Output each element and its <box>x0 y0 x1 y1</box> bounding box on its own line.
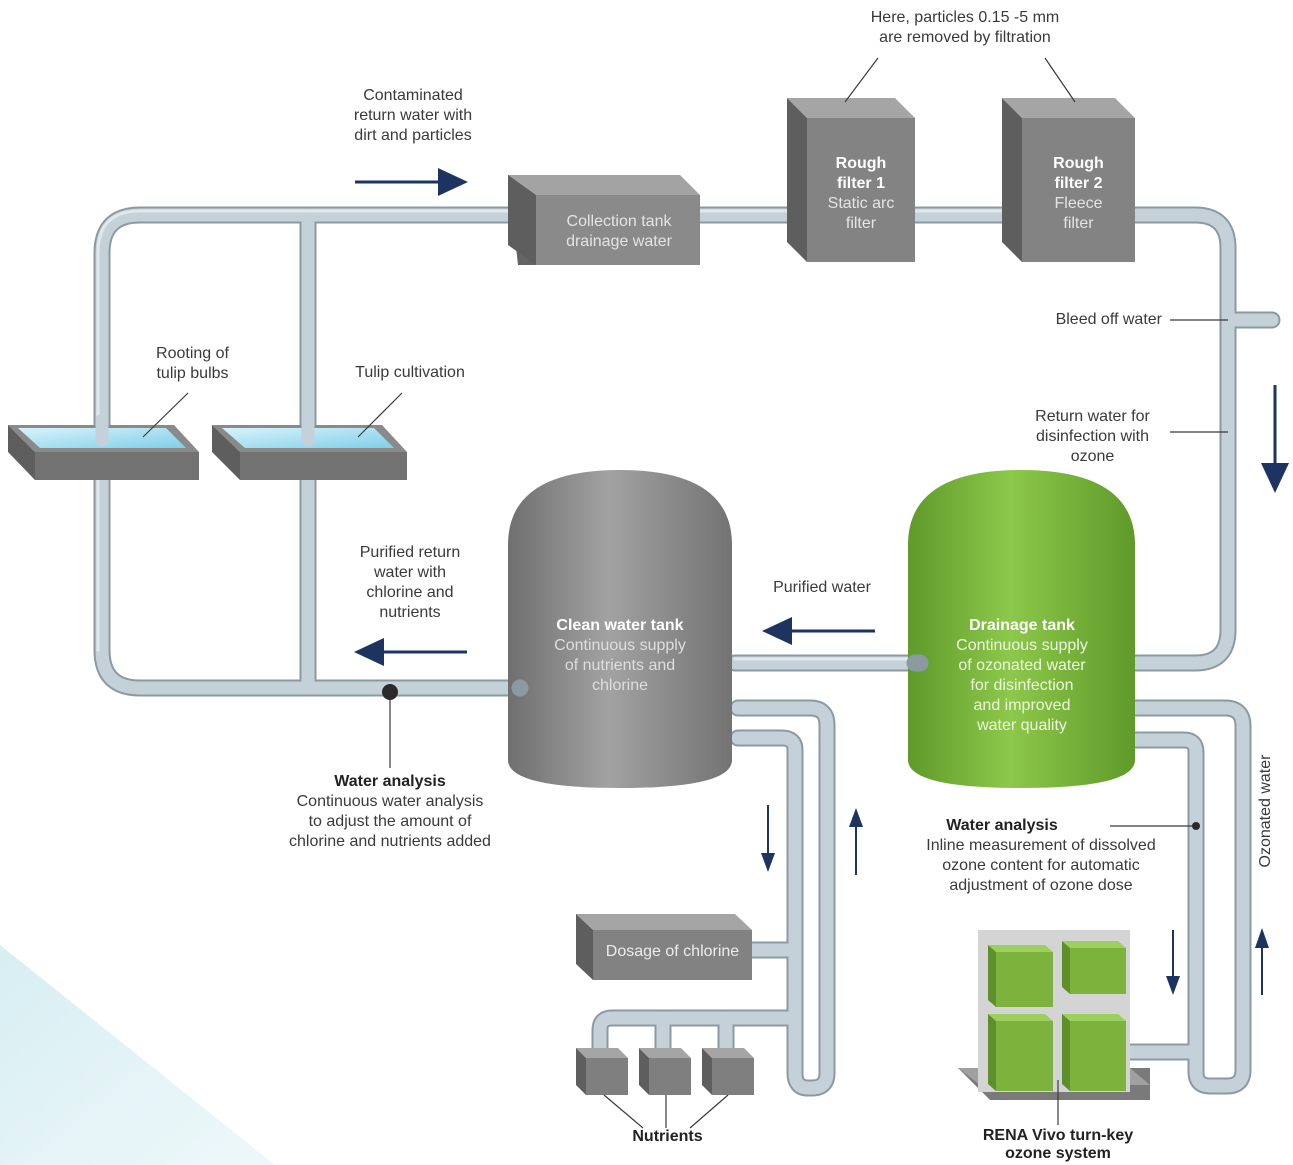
label-ozonated-water: Ozonated water <box>1257 754 1274 868</box>
arrow-down-clean <box>761 805 775 872</box>
ozone-cube-2 <box>1062 941 1126 994</box>
ozone-cube-3 <box>988 1014 1053 1091</box>
label-tulip-cultivation: Tulip cultivation <box>355 364 465 381</box>
label-rooting: Rooting of tulip bulbs <box>156 345 229 382</box>
rough-filter-2-label: Rough filter 2 Fleece filter <box>1053 155 1104 232</box>
collection-tank-label: Collection tank drainage water <box>566 213 672 250</box>
sensor-dot-left <box>382 684 398 700</box>
pipes <box>93 206 1281 1097</box>
collection-tank-box <box>508 175 700 265</box>
label-purified-return: Purified return water with chlorine and … <box>359 544 461 621</box>
label-filtration-note: Here, particles 0.15 -5 mm are removed b… <box>870 9 1060 46</box>
arrows <box>354 168 1289 995</box>
clean-tank-label: Clean water tank Continuous supply of nu… <box>554 617 686 694</box>
arrow-down-ozone <box>1166 930 1180 995</box>
label-return-water: Return water for disinfection with ozone <box>1035 408 1150 465</box>
label-purified-water: Purified water <box>773 579 871 596</box>
label-rena: RENA Vivo turn-key ozone system <box>982 1127 1134 1162</box>
nutrient-box-2 <box>639 1048 691 1095</box>
nutrient-box-1 <box>576 1048 628 1095</box>
drainage-tank-label: Drainage tank Continuous supply of ozona… <box>956 617 1088 734</box>
arrow-right-contaminated <box>355 168 468 196</box>
label-water-analysis-left: Water analysis Continuous water analysis… <box>289 773 491 850</box>
nutrient-box-3 <box>702 1048 754 1095</box>
nutrient-boxes <box>576 1048 754 1095</box>
ozone-system <box>958 930 1150 1100</box>
label-water-analysis-right: Water analysis Inline measurement of dis… <box>926 817 1156 894</box>
label-contaminated: Contaminated return water with dirt and … <box>353 87 473 144</box>
rough-filter-1-box <box>787 98 915 262</box>
rough-filter-1-label: Rough filter 1 Static arc filter <box>827 155 895 232</box>
rough-filter-2-box <box>1002 98 1135 262</box>
leader-lines <box>142 57 1228 1129</box>
arrow-left-purified <box>762 617 875 645</box>
ozone-cube-1 <box>988 945 1053 1007</box>
arrow-down-return <box>1261 385 1289 493</box>
arrow-left-purified-return <box>354 638 467 666</box>
label-bleed-off: Bleed off water <box>1055 311 1162 328</box>
label-nutrients: Nutrients <box>632 1128 703 1145</box>
arrow-up-ozone <box>1255 928 1269 995</box>
arrow-up-clean <box>849 808 863 875</box>
clean-water-tank <box>508 470 732 788</box>
dosage-chlorine-box <box>576 914 752 980</box>
sensor-dot-right <box>1192 822 1200 830</box>
ozone-cube-4 <box>1062 1014 1126 1091</box>
dosage-chlorine-label: Dosage of chlorine <box>605 943 740 960</box>
drainage-tank <box>908 470 1135 788</box>
background-shape <box>0 945 275 1165</box>
